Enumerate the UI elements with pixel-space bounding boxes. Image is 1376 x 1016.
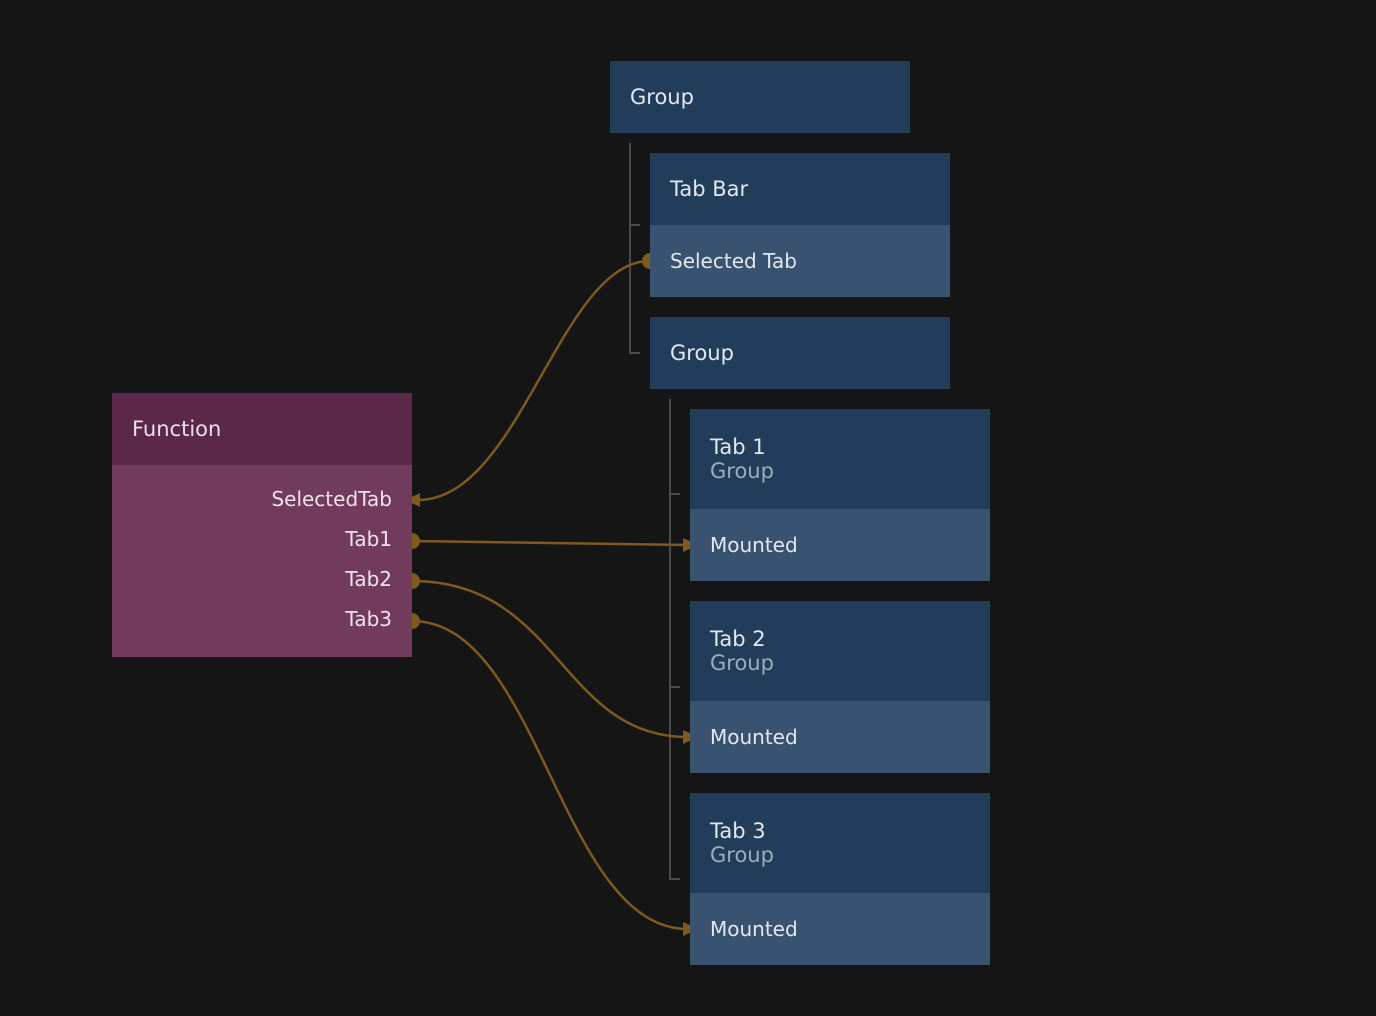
node-title: Tab 2 xyxy=(710,627,766,651)
port-tab3[interactable]: Tab3 xyxy=(345,607,392,631)
port-tab1[interactable]: Tab1 xyxy=(345,527,392,551)
wire-tab3 xyxy=(411,619,689,931)
node-subtitle: Group xyxy=(710,651,774,675)
node-title: Group xyxy=(610,61,910,133)
node-title: Tab 3 xyxy=(710,819,766,843)
node-title: Tab Bar xyxy=(650,153,950,225)
node-group-inner[interactable]: Group xyxy=(650,317,950,389)
node-function[interactable]: Function SelectedTab Tab1 Tab2 Tab3 xyxy=(112,393,412,657)
port-mounted[interactable]: Mounted xyxy=(690,893,990,965)
hierarchy-line-group-root xyxy=(629,143,640,354)
node-tab-bar[interactable]: Tab Bar Selected Tab xyxy=(650,153,950,297)
port-tab2[interactable]: Tab2 xyxy=(345,567,392,591)
wire-tab1 xyxy=(411,539,689,547)
node-tab2[interactable]: Tab 2 Group Mounted xyxy=(690,601,990,773)
node-title: Group xyxy=(650,317,950,389)
node-group-root[interactable]: Group xyxy=(610,61,910,133)
arrow-selectedtab xyxy=(405,493,420,507)
node-title: Function xyxy=(112,393,412,465)
wire-tab2 xyxy=(411,579,689,739)
hierarchy-line-group-inner xyxy=(669,399,680,880)
port-mounted[interactable]: Mounted xyxy=(690,701,990,773)
wire-selectedtab xyxy=(417,259,651,502)
port-selectedtab[interactable]: SelectedTab xyxy=(271,487,392,511)
node-subtitle: Group xyxy=(710,843,774,867)
node-subtitle: Group xyxy=(710,459,774,483)
node-tab1[interactable]: Tab 1 Group Mounted xyxy=(690,409,990,581)
port-selected-tab[interactable]: Selected Tab xyxy=(650,225,950,297)
port-mounted[interactable]: Mounted xyxy=(690,509,990,581)
node-tab3[interactable]: Tab 3 Group Mounted xyxy=(690,793,990,965)
node-title: Tab 1 xyxy=(710,435,766,459)
